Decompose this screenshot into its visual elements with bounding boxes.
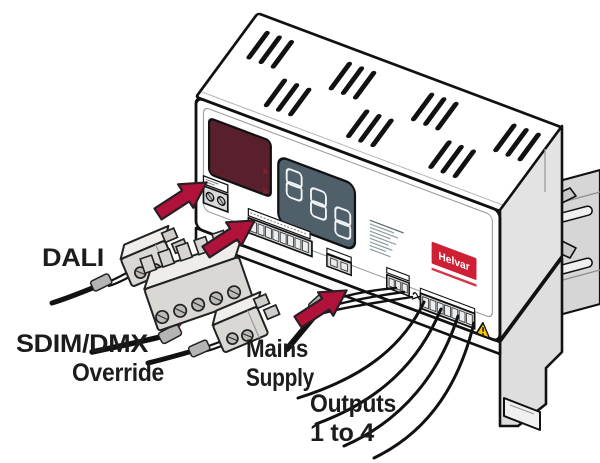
outputs-terminal-strip (419, 287, 476, 330)
display-marker-icon (263, 186, 269, 195)
output-wires (296, 300, 476, 460)
label-mains-line2: Supply (246, 364, 314, 392)
logo-tagline (431, 267, 477, 287)
label-mains-line1: Mains (246, 335, 308, 363)
dali-terminal-block (202, 174, 229, 214)
digit-icons (285, 168, 352, 240)
label-outputs-line2: 1 to 4 (310, 419, 374, 447)
aux-terminal-block (326, 247, 352, 277)
label-sdim-dmx: SDIM/DMX (16, 330, 149, 358)
red-arrow-icon (201, 219, 256, 259)
red-arrow-icon (293, 289, 348, 329)
display-marker-icon (263, 166, 269, 175)
label-override: Override (72, 359, 164, 387)
vent-slots (246, 30, 541, 179)
sdim-terminal-strip (247, 207, 313, 258)
cable-sleeve (187, 339, 211, 358)
label-outputs-line1: Outputs (310, 390, 396, 418)
device-front-panel: Helvar (194, 97, 502, 342)
override-connector (211, 290, 281, 353)
warning-triangle-icon (475, 321, 491, 340)
mains-terminal-block (385, 266, 410, 298)
sdim-dmx-connector (139, 229, 254, 332)
device-base (498, 256, 564, 428)
seven-segment-display-window (207, 118, 272, 197)
red-arrow-icon (153, 181, 208, 221)
spec-text-lines (369, 219, 404, 258)
label-dali: DALI (42, 244, 104, 272)
cable-sleeve (89, 273, 113, 292)
device-end-cap (498, 124, 564, 431)
